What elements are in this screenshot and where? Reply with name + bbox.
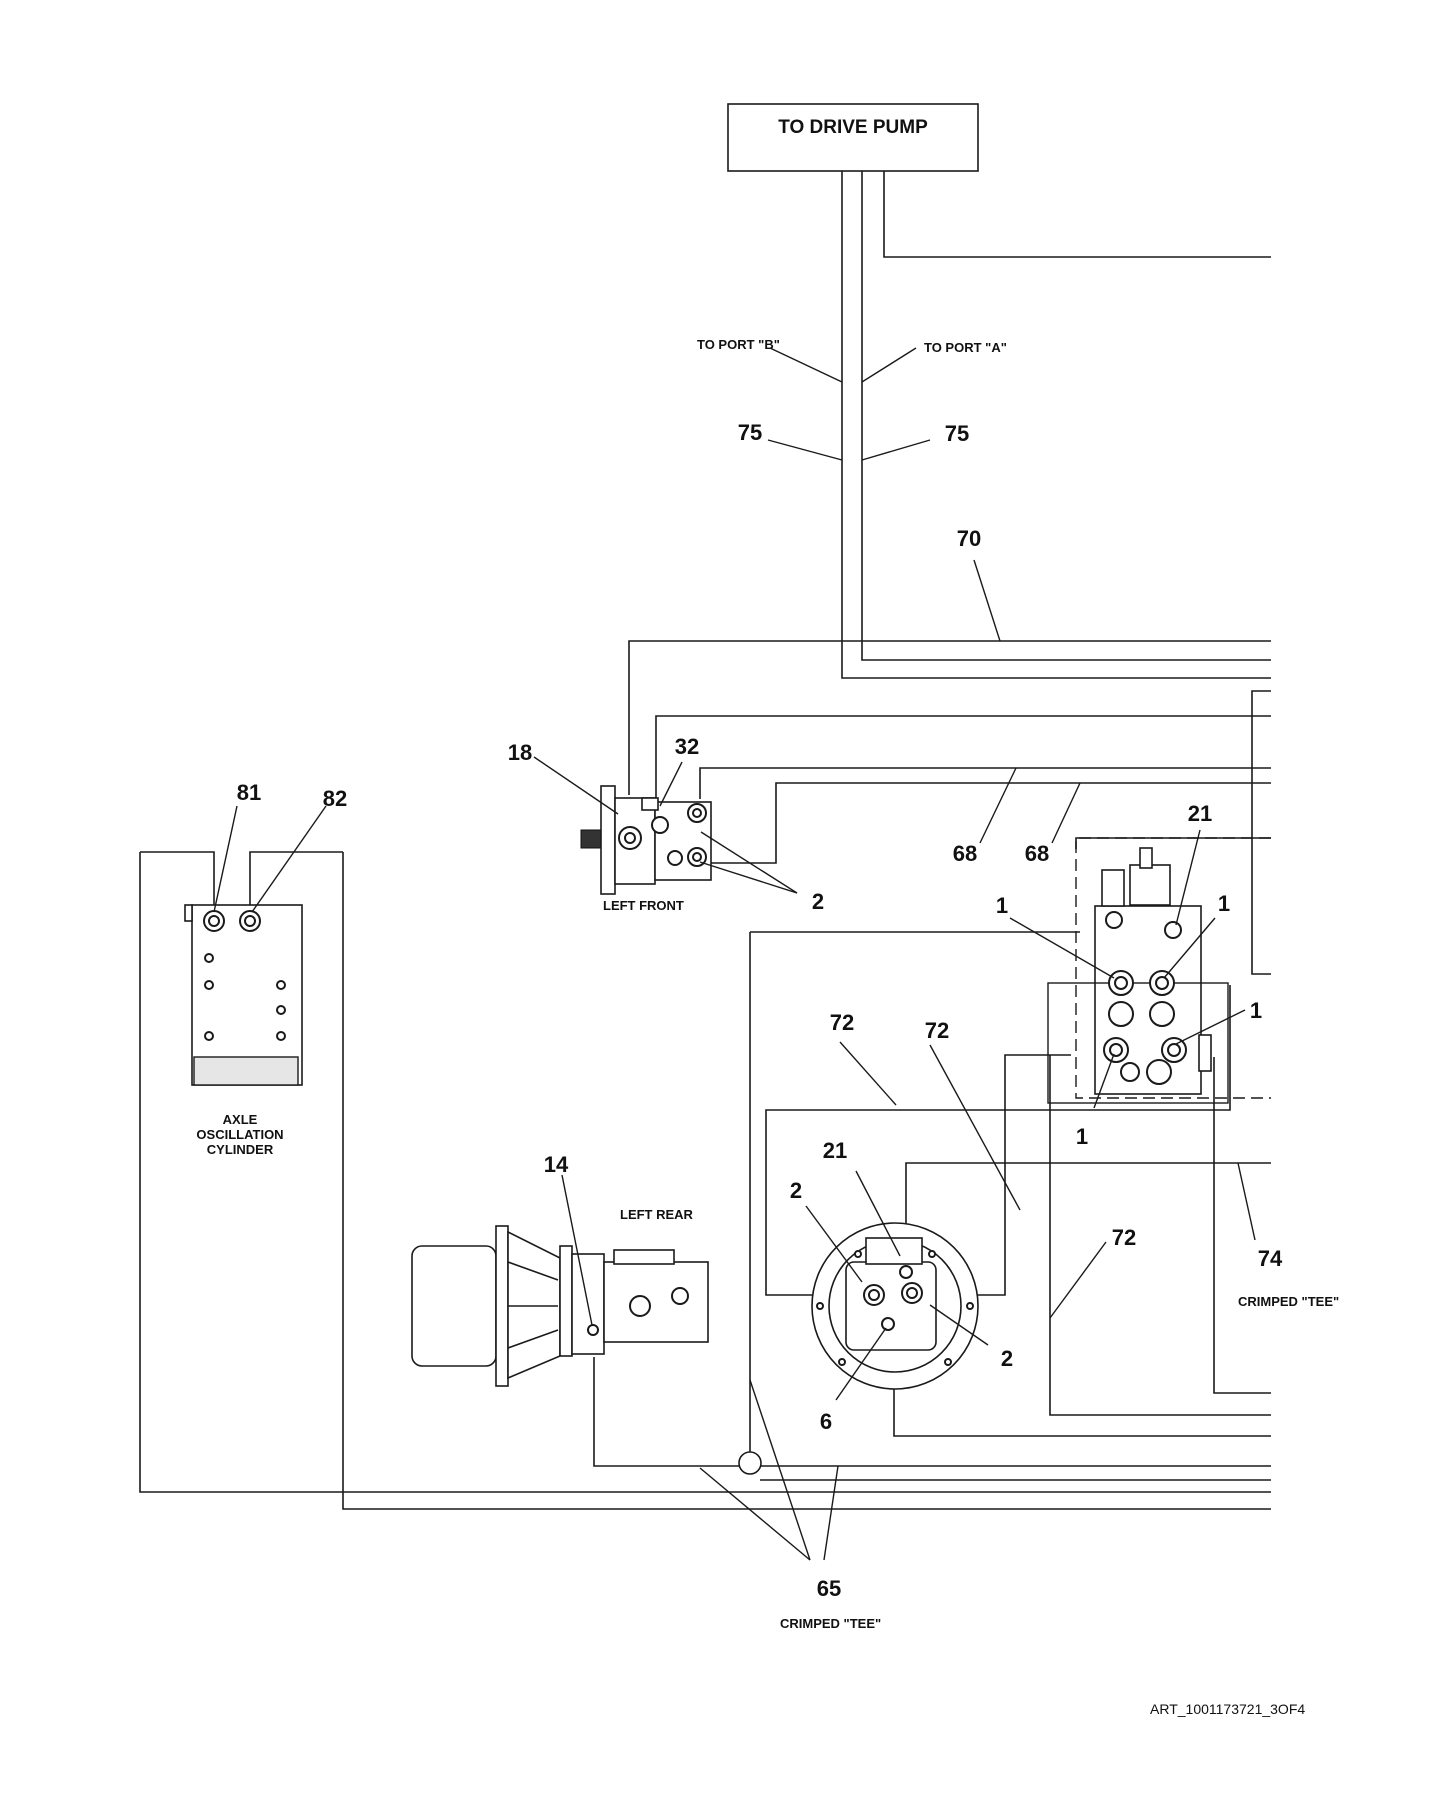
axle-label-line3: CYLINDER	[207, 1142, 274, 1157]
callout-1-c: 1	[1250, 998, 1262, 1023]
callout-72-c: 72	[1112, 1225, 1136, 1250]
callout-1-a: 1	[996, 893, 1008, 918]
callout-2-front: 2	[812, 889, 824, 914]
text-labels: TO PORT "B" TO PORT "A" LEFT FRONT LEFT …	[196, 337, 1339, 1717]
callout-74: 74	[1258, 1246, 1283, 1271]
callout-82: 82	[323, 786, 347, 811]
crimped-tee-label-right: CRIMPED "TEE"	[1238, 1294, 1339, 1309]
callout-18: 18	[508, 740, 532, 765]
callout-2-mid-b: 2	[1001, 1346, 1013, 1371]
callout-21-top: 21	[1188, 801, 1212, 826]
callout-1-d: 1	[1076, 1124, 1088, 1149]
callout-2-mid-a: 2	[790, 1178, 802, 1203]
callout-14: 14	[544, 1152, 569, 1177]
control-valve-block	[1047, 837, 1271, 1104]
callout-75-left: 75	[738, 420, 762, 445]
callout-75-right: 75	[945, 421, 969, 446]
callout-81: 81	[237, 780, 261, 805]
callout-68-a: 68	[953, 841, 977, 866]
drawing-id: ART_1001173721_3OF4	[1150, 1701, 1305, 1717]
port-a-label: TO PORT "A"	[924, 340, 1007, 355]
left-front-motor	[580, 785, 712, 895]
port-b-label: TO PORT "B"	[697, 337, 780, 352]
left-front-label: LEFT FRONT	[603, 898, 684, 913]
hydraulic-lines	[139, 171, 1271, 1510]
callout-1-b: 1	[1218, 891, 1230, 916]
callout-72-a: 72	[830, 1010, 854, 1035]
callout-70: 70	[957, 526, 981, 551]
callout-32: 32	[675, 734, 699, 759]
callout-68-b: 68	[1025, 841, 1049, 866]
drive-pump-label: TO DRIVE PUMP	[778, 117, 928, 138]
crimped-tee-fitting	[738, 1451, 762, 1475]
left-rear-motor	[411, 1225, 709, 1387]
drive-pump-box: TO DRIVE PUMP	[727, 103, 979, 172]
callout-72-b: 72	[925, 1018, 949, 1043]
left-rear-label: LEFT REAR	[620, 1207, 694, 1222]
callout-numbers: 75 75 70 18 32 81 82 68 68 2 21 1 1 1 1 …	[237, 420, 1283, 1601]
callout-6: 6	[820, 1409, 832, 1434]
callout-21-mid: 21	[823, 1138, 847, 1163]
axle-label-line2: OSCILLATION	[196, 1127, 283, 1142]
axle-oscillation-cylinder	[184, 904, 303, 1086]
callout-65: 65	[817, 1576, 841, 1601]
leader-lines	[213, 347, 1256, 1561]
axle-label-line1: AXLE	[223, 1112, 258, 1127]
center-drive-motor	[811, 1222, 979, 1390]
crimped-tee-label-bottom: CRIMPED "TEE"	[780, 1616, 881, 1631]
